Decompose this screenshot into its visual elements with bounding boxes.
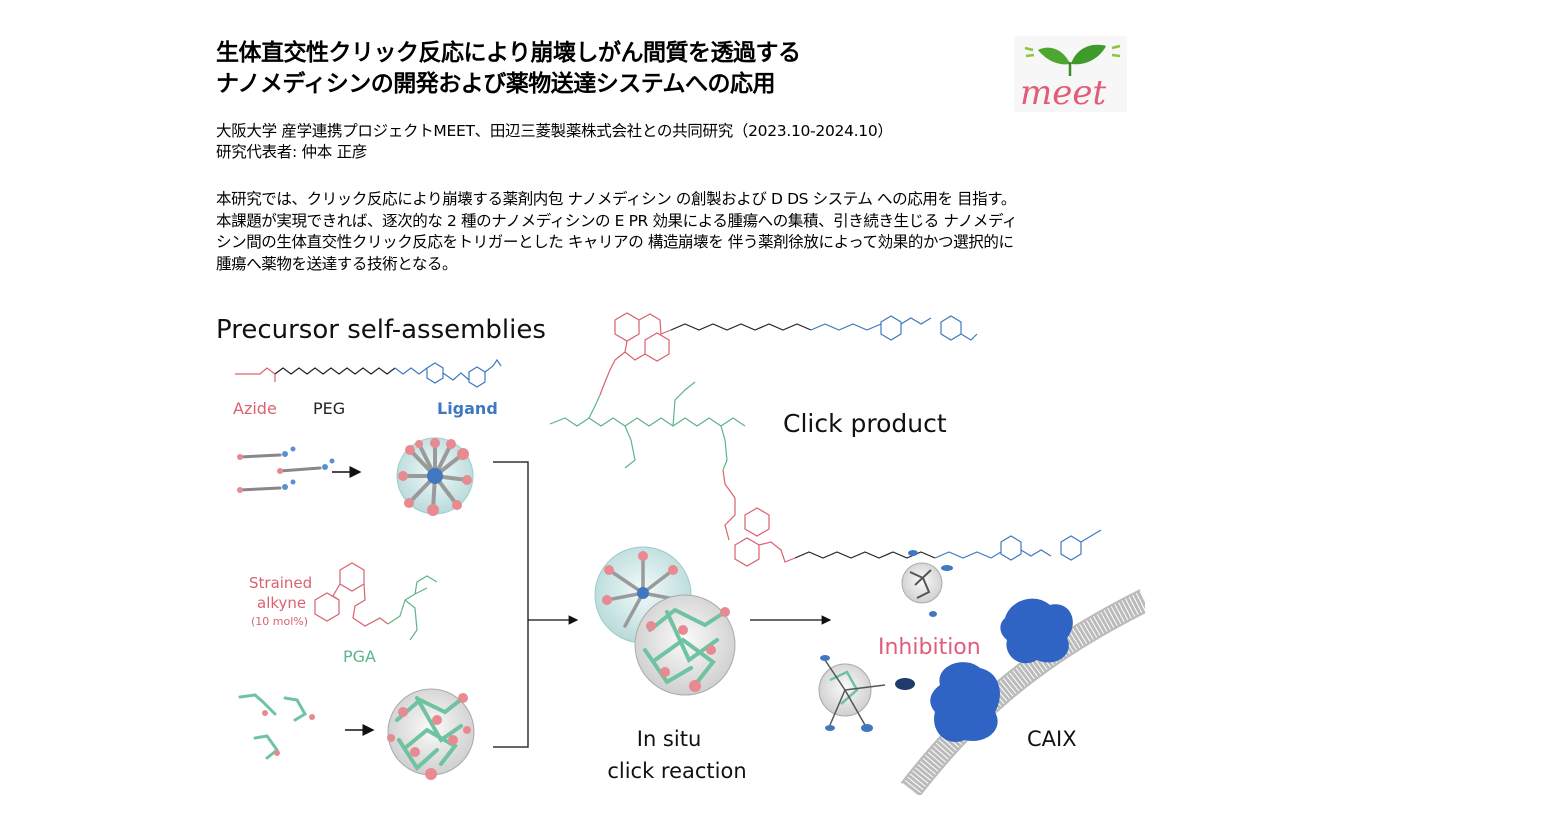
research-figure: Precursor self-assemblies Azide PEG Liga… <box>205 300 1151 798</box>
caix-protein <box>930 598 1073 742</box>
disassembled-particle-top <box>901 550 953 617</box>
page-title: 生体直交性クリック反応により崩壊しがん間質を透過する ナノメディシンの開発および… <box>216 38 801 100</box>
abstract-line: 腫瘍へ薬物を送達する技術となる。 <box>216 254 458 273</box>
representative: 研究代表者: 仲本 正彦 <box>216 143 367 161</box>
label-azide: Azide <box>233 399 277 418</box>
in-situ-label-line-2: click reaction <box>607 759 746 783</box>
meet-logo: meet <box>1014 36 1127 113</box>
cell-membrane <box>900 589 1151 798</box>
click-product-lower-structure <box>724 498 1102 567</box>
title-line-1: 生体直交性クリック反応により崩壊しがん間質を透過する <box>216 40 801 66</box>
in-situ-label-line-1: In situ <box>637 727 702 751</box>
click-product-label: Click product <box>783 409 947 438</box>
affiliation: 大阪大学 産学連携プロジェクトMEET、田辺三菱製薬株式会社との共同研究（202… <box>216 122 893 140</box>
label-ligand: Ligand <box>437 399 498 418</box>
abstract: 本研究では、クリック反応により崩壊する薬剤内包 ナノメディシン の創製および D… <box>216 189 1146 275</box>
ligand-micelle <box>396 437 474 516</box>
disassembled-particle-bottom <box>818 655 915 732</box>
figure-heading: Precursor self-assemblies <box>216 315 546 345</box>
title-line-2: ナノメディシンの開発および薬物送達システムへの応用 <box>216 71 776 97</box>
logo-text: meet <box>1020 73 1106 112</box>
pga-fragments <box>238 693 308 760</box>
inhibition-label: Inhibition <box>878 635 981 660</box>
alkyne-pga-structure <box>314 562 438 641</box>
project-meta: 大阪大学 産学連携プロジェクトMEET、田辺三菱製薬株式会社との共同研究（202… <box>216 121 893 163</box>
pga-nanogel <box>387 688 475 780</box>
in-situ-click-particle <box>594 546 736 696</box>
label-strained: Strained <box>249 574 312 592</box>
precursor-amphiphiles <box>237 446 335 493</box>
merge-bracket <box>493 461 529 748</box>
abstract-line: シン間の生体直交性クリック反応をトリガーとした キャリアの 構造崩壊を 伴う薬剤… <box>216 233 1014 251</box>
caix-label: CAIX <box>1027 727 1077 751</box>
label-mol-percent: (10 mol%) <box>251 615 308 628</box>
precursor-molecule <box>235 358 502 388</box>
label-peg: PEG <box>313 399 345 418</box>
label-pga: PGA <box>343 647 376 666</box>
sprout-leaf-icon: meet <box>1014 36 1127 113</box>
abstract-line: 本研究では、クリック反応により崩壊する薬剤内包 ナノメディシン の創製および D… <box>216 190 1016 208</box>
abstract-line: 本課題が実現できれば、逐次的な 2 種のナノメディシンの E PR 効果による腫… <box>216 211 1018 230</box>
label-alkyne: alkyne <box>257 594 306 612</box>
click-product-structure <box>549 312 978 499</box>
